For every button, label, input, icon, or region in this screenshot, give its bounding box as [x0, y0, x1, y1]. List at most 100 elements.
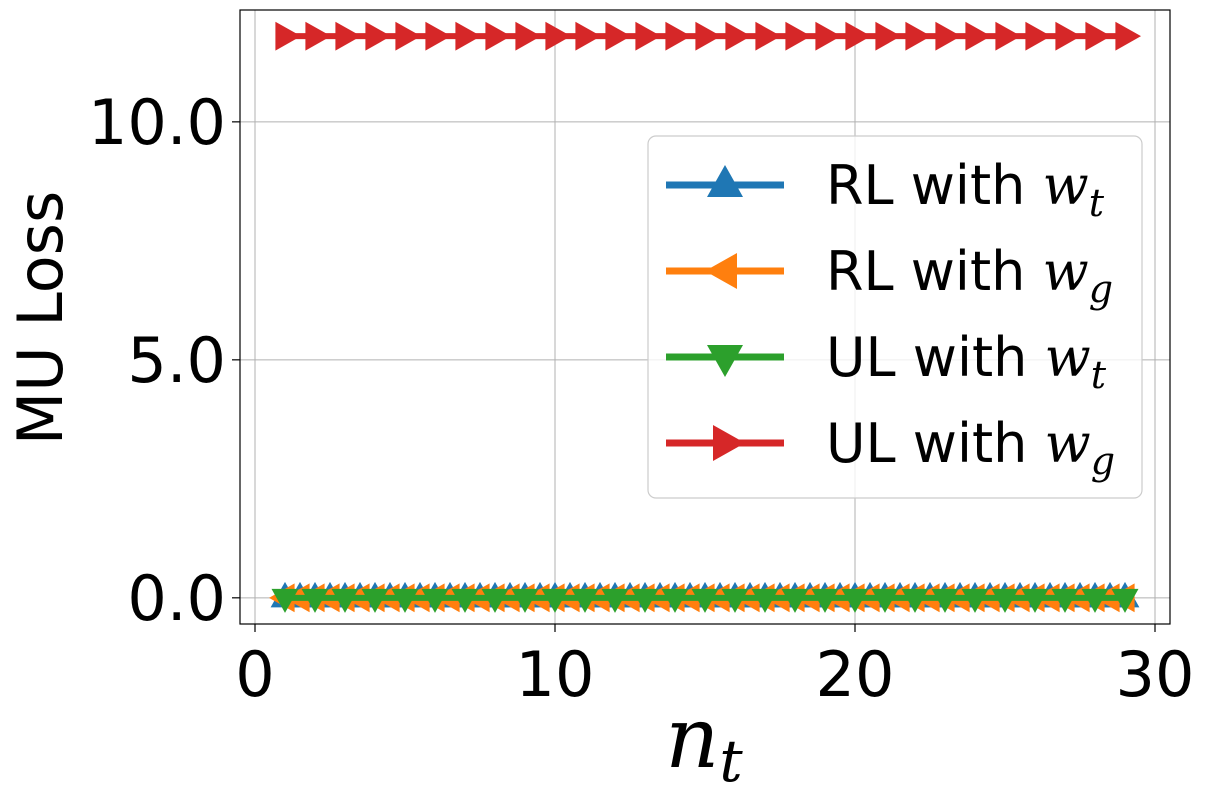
legend-label-prefix: UL with: [826, 326, 1045, 389]
y-tick-label: 0.0: [127, 562, 226, 635]
data-point: [275, 21, 301, 51]
data-point: [721, 588, 749, 613]
legend-label: UL with wt: [826, 326, 1107, 397]
legend-label: RL with wg: [826, 240, 1113, 311]
data-point: [1051, 588, 1079, 613]
data-point: [305, 21, 331, 51]
legend-label: UL with wg: [826, 412, 1115, 483]
data-point: [991, 588, 1019, 613]
data-point: [571, 588, 599, 613]
data-point: [751, 588, 779, 613]
data-point: [361, 588, 389, 613]
data-point: [871, 588, 899, 613]
x-axis-label-symbol: n: [665, 689, 719, 787]
data-point: [785, 21, 811, 51]
data-point: [605, 21, 631, 51]
series-layer: [269, 21, 1141, 613]
legend-label-symbol: w: [1043, 240, 1089, 303]
x-axis-label-subscript: t: [719, 727, 743, 793]
data-point: [1021, 588, 1049, 613]
legend-marker: [713, 425, 745, 461]
legend-label-subscript: g: [1089, 267, 1113, 311]
data-point: [485, 21, 511, 51]
legend-label-symbol: w: [1045, 326, 1091, 389]
data-point: [481, 588, 509, 613]
data-point: [665, 21, 691, 51]
data-point: [631, 588, 659, 613]
legend-label-subscript: t: [1089, 181, 1105, 225]
data-point: [931, 588, 959, 613]
data-point: [1025, 21, 1051, 51]
legend-box: [647, 135, 1143, 499]
legend-label-symbol: w: [1043, 154, 1089, 217]
legend-label-subscript: g: [1091, 439, 1115, 483]
x-tick-label: 30: [1116, 638, 1195, 711]
data-point: [841, 588, 869, 613]
x-axis: 0 10 20 30: [235, 624, 1194, 711]
data-point: [961, 588, 989, 613]
x-tick-label: 10: [516, 638, 595, 711]
legend-label-prefix: RL with: [826, 240, 1043, 303]
legend-entry-2: UL with wt: [666, 326, 1107, 397]
data-point: [935, 21, 961, 51]
legend-entry-3: UL with wg: [666, 412, 1115, 483]
series-2: [271, 588, 1139, 613]
data-point: [1081, 588, 1109, 613]
x-tick-label: 0: [235, 638, 274, 711]
data-point: [845, 21, 871, 51]
data-point: [755, 21, 781, 51]
legend-entry-1: RL with wg: [666, 240, 1113, 311]
data-point: [781, 588, 809, 613]
x-axis-label: nt: [665, 689, 743, 793]
data-point: [271, 588, 299, 613]
data-point: [1055, 21, 1081, 51]
legend-entry-0: RL with wt: [666, 154, 1105, 225]
data-point: [451, 588, 479, 613]
y-tick-label: 5.0: [127, 324, 226, 397]
data-point: [1115, 21, 1141, 51]
data-point: [391, 588, 419, 613]
data-point: [691, 588, 719, 613]
data-point: [1085, 21, 1111, 51]
data-point: [301, 588, 329, 613]
data-point: [695, 21, 721, 51]
data-point: [425, 21, 451, 51]
data-point: [545, 21, 571, 51]
data-point: [635, 21, 661, 51]
data-point: [811, 588, 839, 613]
data-point: [365, 21, 391, 51]
legend-marker: [707, 165, 743, 197]
y-tick-label: 10.0: [88, 86, 226, 159]
data-point: [515, 21, 541, 51]
data-point: [901, 588, 929, 613]
data-point: [331, 588, 359, 613]
legend-label: RL with wt: [826, 154, 1105, 225]
legend-label-prefix: RL with: [826, 154, 1043, 217]
y-axis: 0.0 5.0 10.0: [88, 86, 240, 635]
legend-marker: [707, 345, 743, 377]
data-point: [395, 21, 421, 51]
series-3: [275, 21, 1141, 51]
legend-label-symbol: w: [1045, 412, 1091, 475]
axes-frame: [239, 9, 1171, 625]
data-point: [601, 588, 629, 613]
legend-marker: [705, 253, 737, 289]
x-tick-label: 20: [816, 638, 895, 711]
data-point: [661, 588, 689, 613]
data-point: [421, 588, 449, 613]
data-point: [335, 21, 361, 51]
y-axis-label: MU Loss: [4, 191, 77, 446]
data-point: [455, 21, 481, 51]
data-point: [725, 21, 751, 51]
data-point: [905, 21, 931, 51]
data-point: [965, 21, 991, 51]
data-point: [875, 21, 901, 51]
data-point: [815, 21, 841, 51]
legend-label-subscript: t: [1091, 353, 1107, 397]
data-point: [575, 21, 601, 51]
data-point: [541, 588, 569, 613]
data-point: [995, 21, 1021, 51]
data-point: [511, 588, 539, 613]
